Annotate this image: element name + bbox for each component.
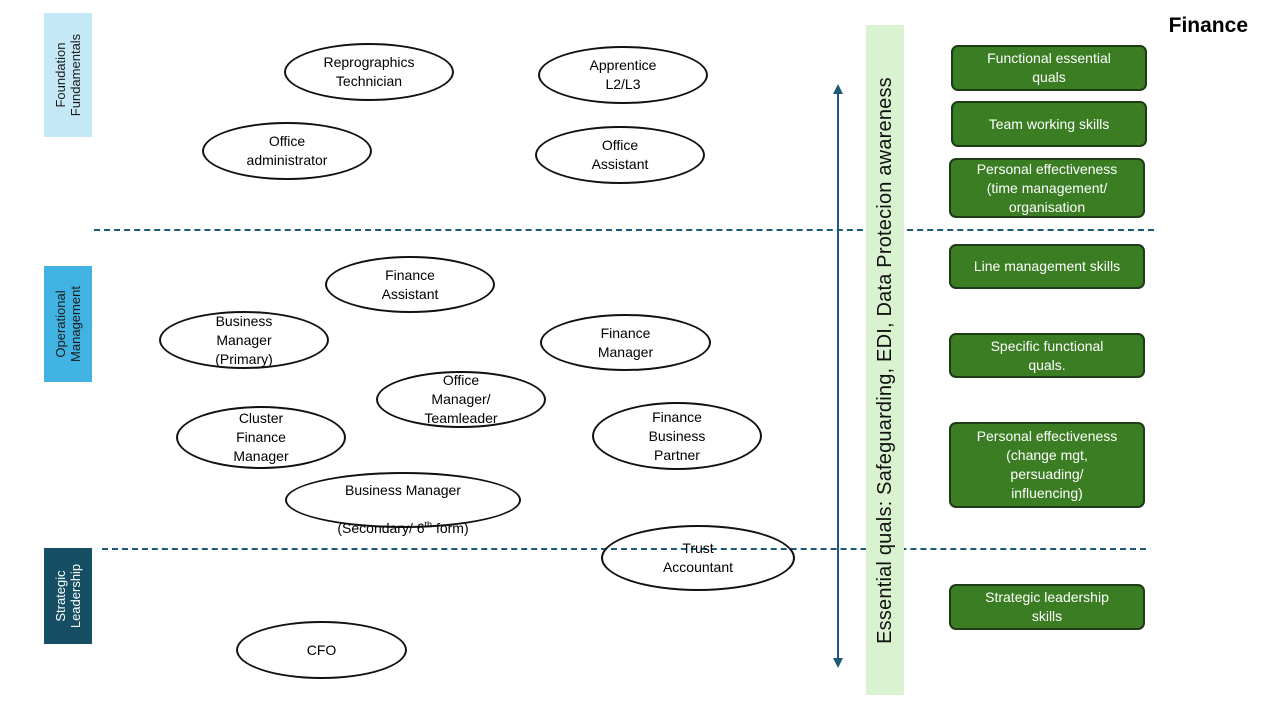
role-office-admin-label: Office administrator [246,133,328,168]
role-reprographics-technician: Reprographics Technician [284,43,454,101]
role-bm-secondary-line1: Business Manager [345,482,461,498]
skill-team-working: Team working skills [951,101,1147,147]
role-apprentice: Apprentice L2/L3 [538,46,708,104]
skill-personal-eff-1-label: Personal effectiveness (time management/… [976,160,1118,215]
role-office-assistant-label: Office Assistant [591,137,649,172]
page-title: Finance [1168,14,1248,37]
essential-quals-banner: Essential quals: Safeguarding, EDI, Data… [866,25,904,695]
band-foundation-label: Foundation Fundamentals [53,33,84,117]
role-apprentice-label: Apprentice L2/L3 [589,57,657,92]
role-finance-assistant: Finance Assistant [325,256,495,313]
role-cluster-finance-manager: Cluster Finance Manager [176,406,346,469]
band-operational-management: Operational Management [44,266,92,382]
role-business-manager-primary-label: Business Manager (Primary) [215,312,273,367]
role-cfo: CFO [236,621,407,679]
skill-team-working-label: Team working skills [988,115,1110,132]
band-strategic-leadership: Strategic Leadership [44,548,92,644]
role-bm-secondary-sup: th [424,519,433,530]
role-business-manager-primary: Business Manager (Primary) [159,311,329,369]
role-cluster-finance-manager-label: Cluster Finance Manager [233,410,289,464]
band-foundation-fundamentals: Foundation Fundamentals [44,13,92,137]
skill-specific-functional-quals: Specific functional quals. [949,333,1145,378]
role-bm-secondary-line2-post: form) [432,520,469,536]
role-finance-manager-label: Finance Manager [597,324,654,360]
role-finance-assistant-label: Finance Assistant [381,266,439,302]
skill-strategic-leadership: Strategic leadership skills [949,584,1145,630]
skill-specific-functional-label: Specific functional quals. [990,337,1104,373]
role-trust-accountant: Trust Accountant [601,525,795,591]
role-office-administrator: Office administrator [202,122,372,180]
role-trust-accountant-label: Trust Accountant [662,540,734,575]
skill-personal-eff-2-label: Personal effectiveness (change mgt, pers… [976,428,1118,501]
role-finance-business-partner: Finance Business Partner [592,402,762,470]
role-office-manager-label: Office Manager/ Teamleader [424,372,498,426]
skill-line-management-label: Line management skills [973,258,1121,274]
band-strategic-label: Strategic Leadership [53,563,84,629]
skill-personal-effectiveness-change: Personal effectiveness (change mgt, pers… [949,422,1145,508]
essential-quals-text: Essential quals: Safeguarding, EDI, Data… [873,76,896,644]
role-office-manager-teamleader: Office Manager/ Teamleader [376,371,546,428]
skill-functional-essential-quals: Functional essential quals [951,45,1147,91]
progression-arrow [833,84,843,668]
skill-line-management: Line management skills [949,244,1145,289]
skill-functional-essential-label: Functional essential quals [987,50,1111,85]
role-finance-manager: Finance Manager [540,314,711,371]
role-business-manager-secondary-label: Business Manager (Secondary/ 6th form) [337,462,468,538]
role-finance-business-partner-label: Finance Business Partner [648,408,706,463]
skill-personal-effectiveness-time: Personal effectiveness (time management/… [949,158,1145,218]
role-business-manager-secondary: Business Manager (Secondary/ 6th form) [285,472,521,536]
band-operational-label: Operational Management [53,286,84,362]
role-cfo-label: CFO [306,641,337,658]
skill-strategic-leadership-label: Strategic leadership skills [985,589,1109,624]
role-reprographics-label: Reprographics Technician [323,54,415,89]
divider-foundation-operational [94,229,1154,231]
role-office-assistant: Office Assistant [535,126,705,184]
role-bm-secondary-line2-pre: (Secondary/ 6 [337,520,425,536]
